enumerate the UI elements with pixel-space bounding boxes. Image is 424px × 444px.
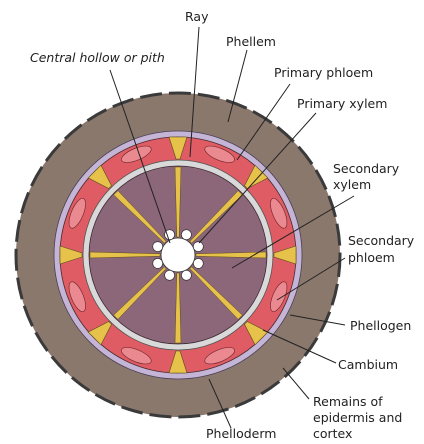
label-remains-line1: Remains of xyxy=(313,394,383,409)
label-secondary-xylem-line2: xylem xyxy=(333,177,371,192)
label-phellogen: Phellogen xyxy=(350,318,411,333)
label-secondary-xylem-line1: Secondary xyxy=(333,161,400,176)
label-secondary-phloem-line1: Secondary xyxy=(348,233,415,248)
primary-xylem-dot xyxy=(193,258,203,268)
primary-xylem-dot xyxy=(165,270,175,280)
label-phellem: Phellem xyxy=(226,34,276,49)
label-primary-phloem: Primary phloem xyxy=(274,65,373,80)
primary-xylem-dot xyxy=(153,242,163,252)
label-cambium: Cambium xyxy=(338,357,398,372)
label-remains-line2: epidermis and xyxy=(313,410,402,425)
primary-xylem-dot xyxy=(153,258,163,268)
primary-xylem-dot xyxy=(181,230,191,240)
pith xyxy=(161,238,195,272)
label-ray: Ray xyxy=(185,9,209,24)
label-remains-line3: cortex xyxy=(313,426,352,441)
label-primary-xylem: Primary xylem xyxy=(297,96,387,111)
label-pith: Central hollow or pith xyxy=(30,50,165,65)
leader-remains xyxy=(283,368,309,399)
primary-xylem-dot xyxy=(181,270,191,280)
primary-xylem-dot xyxy=(193,242,203,252)
label-phelloderm: Phelloderm xyxy=(206,426,276,441)
label-secondary-phloem-line2: phloem xyxy=(348,250,395,265)
